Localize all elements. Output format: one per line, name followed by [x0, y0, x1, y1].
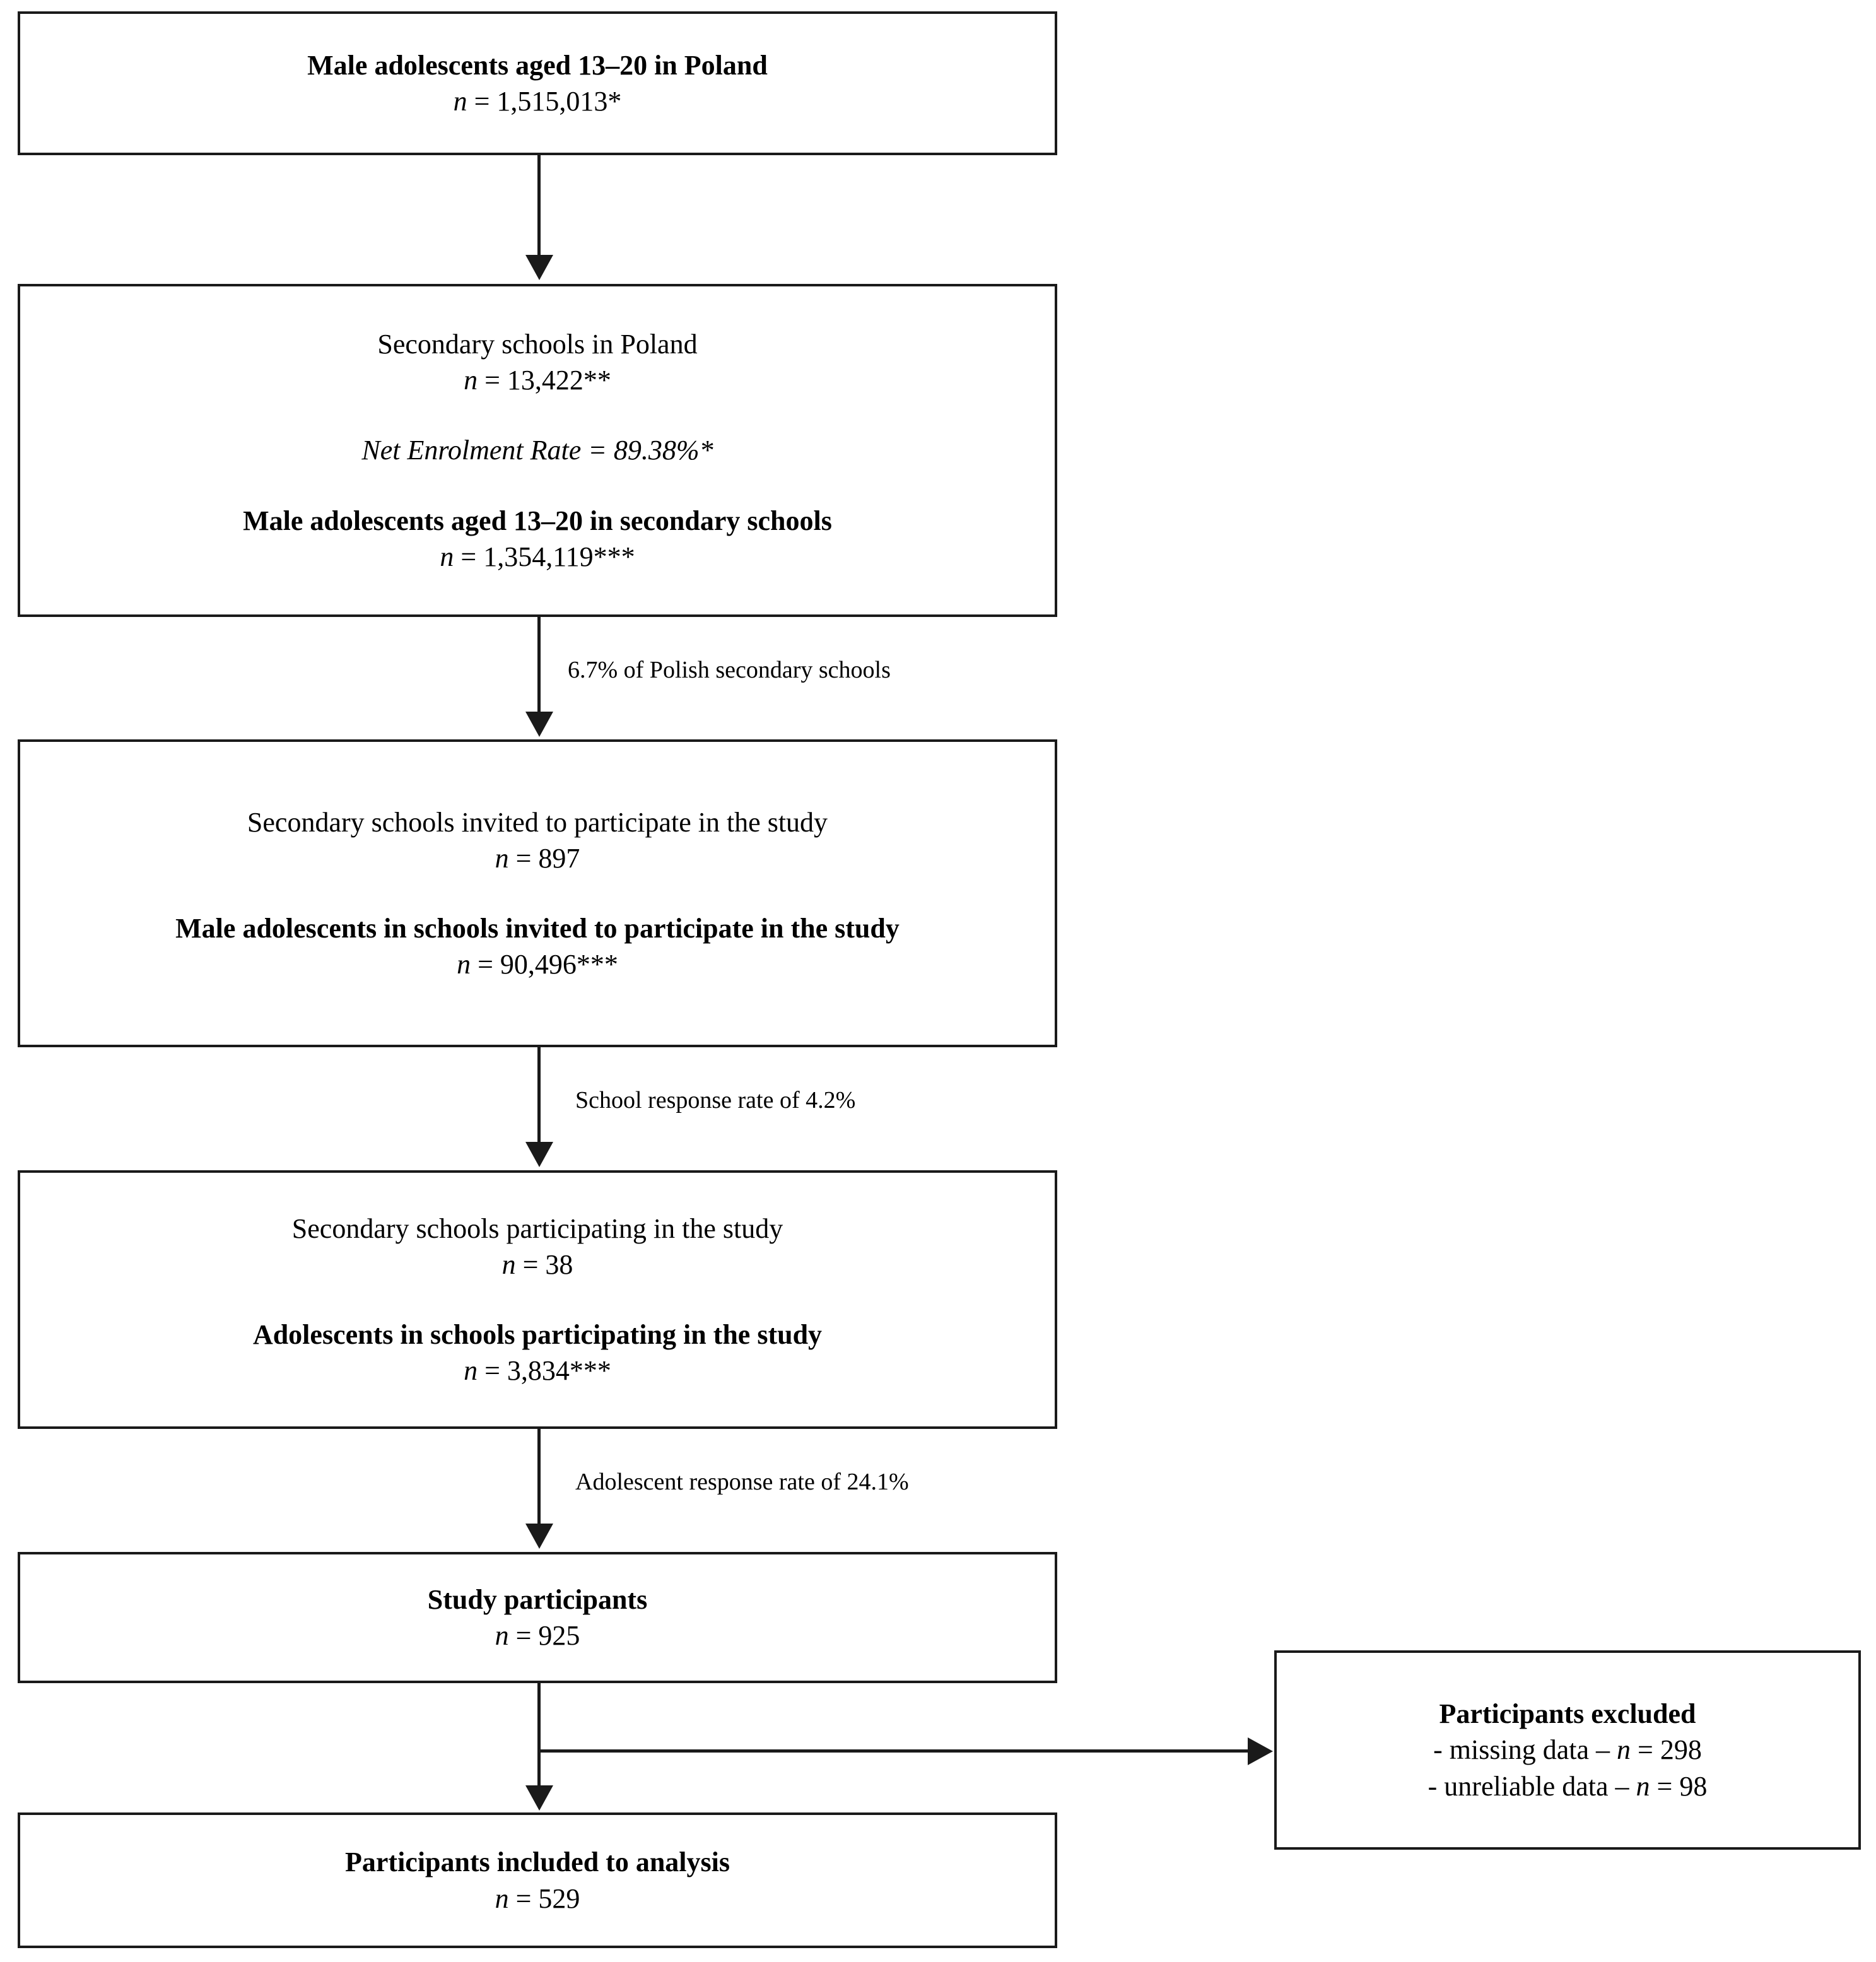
connector-invited-to-participating	[537, 1047, 541, 1146]
connector-population-to-schools	[537, 155, 541, 259]
arrow-population-to-schools	[525, 255, 553, 280]
edge-label-schools-fraction: 6.7% of Polish secondary schools	[568, 657, 891, 683]
node-study-participants-n: n = 925	[495, 1620, 580, 1651]
node-schools-participating-subtitle-n: n = 3,834***	[464, 1355, 611, 1387]
node-schools-invited: Secondary schools invited to participate…	[18, 739, 1057, 1047]
arrow-participating-to-study	[525, 1524, 553, 1549]
node-participants-excluded: Participants excluded - missing data – n…	[1274, 1650, 1861, 1850]
edge-label-adolescent-response-rate: Adolescent response rate of 24.1%	[575, 1469, 909, 1495]
connector-schools-to-invited	[537, 617, 541, 715]
node-study-participants: Study participants n = 925	[18, 1552, 1057, 1683]
node-participants-excluded-item-missing-data: - missing data – n = 298	[1433, 1734, 1702, 1766]
node-schools-participating: Secondary schools participating in the s…	[18, 1170, 1057, 1429]
node-secondary-schools-subtitle: Male adolescents aged 13–20 in secondary…	[243, 505, 832, 536]
node-schools-participating-title: Secondary schools participating in the s…	[291, 1213, 783, 1244]
node-population-n: n = 1,515,013*	[453, 86, 622, 117]
node-participants-excluded-item-unreliable-data: - unreliable data – n = 98	[1428, 1770, 1708, 1802]
node-study-participants-title: Study participants	[427, 1583, 648, 1615]
node-population: Male adolescents aged 13–20 in Poland n …	[18, 11, 1057, 155]
arrow-study-to-included	[525, 1785, 553, 1811]
node-participants-included-n: n = 529	[495, 1883, 580, 1914]
node-schools-invited-subtitle: Male adolescents in schools invited to p…	[175, 913, 900, 944]
node-secondary-schools-enrolment-rate: Net Enrolment Rate = 89.38%*	[361, 435, 713, 466]
node-secondary-schools-title: Secondary schools in Poland	[377, 329, 698, 360]
node-population-title: Male adolescents aged 13–20 in Poland	[307, 49, 768, 81]
connector-study-to-excluded	[537, 1749, 1249, 1753]
node-schools-invited-subtitle-n: n = 90,496***	[457, 949, 618, 980]
node-schools-invited-n: n = 897	[495, 842, 580, 874]
node-schools-participating-n: n = 38	[501, 1248, 573, 1280]
node-participants-excluded-title: Participants excluded	[1439, 1698, 1696, 1730]
connector-study-to-included	[537, 1683, 541, 1789]
node-schools-invited-title: Secondary schools invited to participate…	[247, 806, 828, 838]
arrow-study-to-excluded	[1248, 1737, 1273, 1765]
node-secondary-schools: Secondary schools in Poland n = 13,422**…	[18, 284, 1057, 617]
arrow-schools-to-invited	[525, 712, 553, 737]
node-secondary-schools-n: n = 13,422**	[464, 365, 611, 396]
node-participants-included: Participants included to analysis n = 52…	[18, 1812, 1057, 1948]
node-secondary-schools-subtitle-n: n = 1,354,119***	[440, 541, 635, 572]
node-schools-participating-subtitle: Adolescents in schools participating in …	[252, 1319, 823, 1350]
arrow-invited-to-participating	[525, 1142, 553, 1167]
connector-participating-to-study	[537, 1429, 541, 1527]
node-participants-included-title: Participants included to analysis	[345, 1847, 730, 1878]
edge-label-school-response-rate: School response rate of 4.2%	[575, 1087, 856, 1113]
